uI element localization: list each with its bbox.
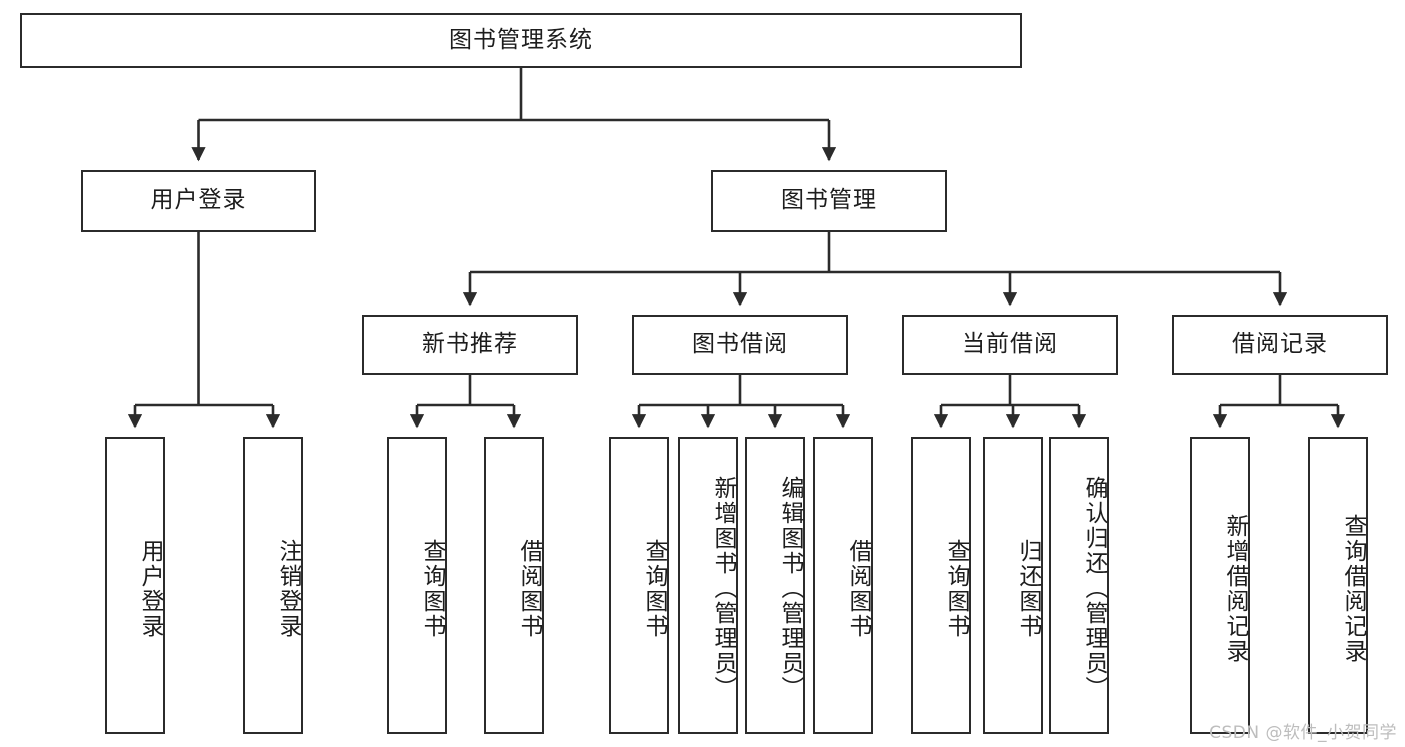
leaf-node-label: 查询图书 bbox=[943, 538, 969, 639]
leaf-node-查询图书[interactable]: 查询图书 bbox=[387, 437, 447, 734]
node-图书借阅[interactable]: 图书借阅 bbox=[632, 315, 848, 375]
node-label: 借阅记录 bbox=[1232, 331, 1328, 358]
leaf-node-查询借阅记录[interactable]: 查询借阅记录 bbox=[1308, 437, 1368, 734]
leaf-node-查询图书[interactable]: 查询图书 bbox=[609, 437, 669, 734]
leaf-node-确认归还管理员[interactable]: 确认归还（管理员） bbox=[1049, 437, 1109, 734]
node-label: 用户登录 bbox=[150, 187, 247, 214]
node-当前借阅[interactable]: 当前借阅 bbox=[902, 315, 1118, 375]
node-用户登录[interactable]: 用户登录 bbox=[81, 170, 316, 232]
leaf-node-新增图书管理员[interactable]: 新增图书（管理员） bbox=[678, 437, 738, 734]
leaf-node-label: 借阅图书 bbox=[516, 538, 542, 639]
leaf-node-借阅图书[interactable]: 借阅图书 bbox=[484, 437, 544, 734]
leaf-node-用户登录[interactable]: 用户登录 bbox=[105, 437, 165, 734]
leaf-node-label: 查询借阅记录 bbox=[1340, 513, 1366, 664]
leaf-node-label: 确认归还（管理员） bbox=[1081, 476, 1107, 701]
node-label: 图书管理系统 bbox=[449, 26, 593, 53]
leaf-node-注销登录[interactable]: 注销登录 bbox=[243, 437, 303, 734]
node-root-book-management-system[interactable]: 图书管理系统 bbox=[20, 13, 1022, 68]
leaf-node-label: 注销登录 bbox=[275, 538, 301, 639]
leaf-node-编辑图书管理员[interactable]: 编辑图书（管理员） bbox=[745, 437, 805, 734]
leaf-node-新增借阅记录[interactable]: 新增借阅记录 bbox=[1190, 437, 1250, 734]
node-label: 当前借阅 bbox=[962, 331, 1058, 358]
leaf-node-label: 新增图书（管理员） bbox=[710, 476, 736, 701]
node-借阅记录[interactable]: 借阅记录 bbox=[1172, 315, 1388, 375]
leaf-node-label: 查询图书 bbox=[641, 538, 667, 639]
node-label: 新书推荐 bbox=[422, 331, 518, 358]
node-新书推荐[interactable]: 新书推荐 bbox=[362, 315, 578, 375]
leaf-node-label: 查询图书 bbox=[419, 538, 445, 639]
watermark-text: CSDN @软件_小贺同学 bbox=[1209, 723, 1397, 743]
leaf-node-label: 借阅图书 bbox=[845, 538, 871, 639]
leaf-node-label: 归还图书 bbox=[1015, 538, 1041, 639]
leaf-node-label: 用户登录 bbox=[137, 538, 163, 639]
leaf-node-label: 新增借阅记录 bbox=[1222, 513, 1248, 664]
leaf-node-label: 编辑图书（管理员） bbox=[777, 476, 803, 701]
leaf-node-查询图书[interactable]: 查询图书 bbox=[911, 437, 971, 734]
node-图书管理[interactable]: 图书管理 bbox=[711, 170, 947, 232]
leaf-node-借阅图书[interactable]: 借阅图书 bbox=[813, 437, 873, 734]
node-label: 图书管理 bbox=[781, 187, 877, 214]
leaf-node-归还图书[interactable]: 归还图书 bbox=[983, 437, 1043, 734]
node-label: 图书借阅 bbox=[692, 331, 788, 358]
